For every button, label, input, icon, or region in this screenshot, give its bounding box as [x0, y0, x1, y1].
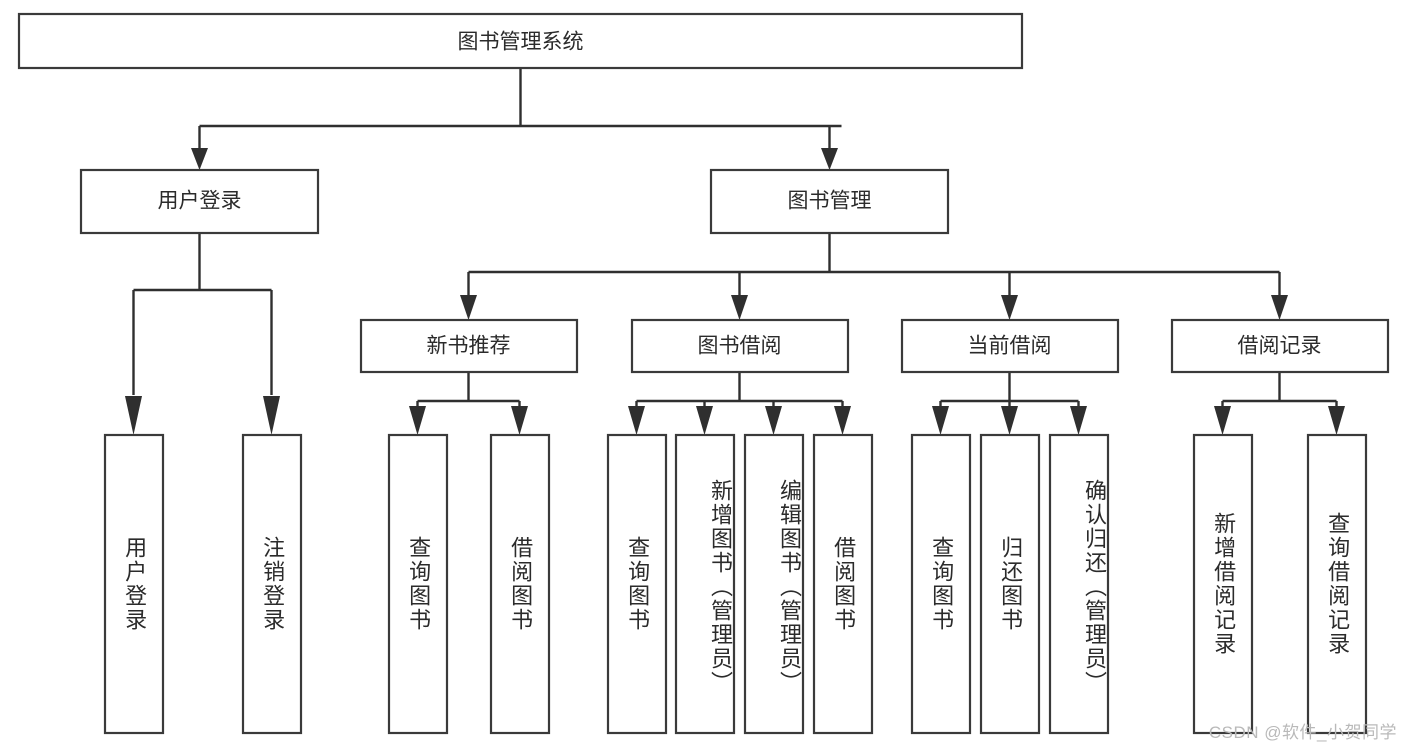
node-new-book-recommend[interactable]: 新书推荐 [359, 318, 579, 374]
arrow-head-borrow-record [1271, 295, 1288, 320]
leaf-node-newbook-query[interactable] [387, 433, 449, 735]
node-user-login-box[interactable] [79, 168, 320, 235]
leaf-node-borrow-edit[interactable] [743, 433, 805, 735]
node-book-manage-box[interactable] [709, 168, 950, 235]
node-book-borrow[interactable]: 图书借阅 [630, 318, 850, 374]
arrow-head-leaf-record-add [1214, 406, 1231, 435]
node-borrow-record-box[interactable] [1170, 318, 1390, 374]
node-book-borrow-label: 图书借阅 [698, 335, 782, 358]
arrow-head-leaf-newbook-query [409, 406, 426, 435]
arrow-head-leaf-borrow-edit [765, 406, 782, 435]
leaf-user-login-box[interactable] [103, 433, 165, 735]
arrow-head-leaf-borrow-add [696, 406, 713, 435]
arrow-head-leaf-current-confirm [1070, 406, 1087, 435]
leaf-node-newbook-borrow[interactable] [489, 433, 551, 735]
arrow-head-leaf-user-login [125, 396, 142, 435]
node-new-book-recommend-box[interactable] [359, 318, 579, 374]
node-borrow-record[interactable]: 借阅记录 [1170, 318, 1390, 374]
node-current-borrow-box[interactable] [900, 318, 1120, 374]
leaf-current-confirm-box[interactable] [1048, 433, 1110, 735]
leaf-node-borrow-borrow[interactable] [812, 433, 874, 735]
leaf-record-query-box[interactable] [1306, 433, 1368, 735]
leaf-node-borrow-add[interactable] [674, 433, 736, 735]
leaf-newbook-borrow-box[interactable] [489, 433, 551, 735]
node-book-manage[interactable]: 图书管理 [709, 168, 950, 235]
connector-layer [125, 68, 1345, 435]
leaf-node-current-query[interactable] [910, 433, 972, 735]
arrow-head-book-manage [821, 148, 838, 170]
arrow-head-leaf-newbook-borrow [511, 406, 528, 435]
arrow-head-new-book-recommend [460, 295, 477, 320]
node-user-login-label: 用户登录 [158, 190, 242, 213]
node-borrow-record-label: 借阅记录 [1238, 335, 1322, 358]
leaf-node-current-return[interactable] [979, 433, 1041, 735]
leaf-borrow-query-box[interactable] [606, 433, 668, 735]
arrow-head-user-login [191, 148, 208, 170]
arrow-head-leaf-logout [263, 396, 280, 435]
node-user-login[interactable]: 用户登录 [79, 168, 320, 235]
node-root-box[interactable] [17, 12, 1024, 70]
leaf-current-query-box[interactable] [910, 433, 972, 735]
leaf-node-user-login[interactable] [103, 433, 165, 735]
arrow-head-leaf-borrow-query [628, 406, 645, 435]
node-new-book-recommend-label: 新书推荐 [427, 335, 511, 358]
arrow-head-leaf-current-return [1001, 406, 1018, 435]
leaf-borrow-borrow-box[interactable] [812, 433, 874, 735]
leaf-node-borrow-query[interactable] [606, 433, 668, 735]
node-book-manage-label: 图书管理 [788, 190, 872, 213]
leaf-current-return-box[interactable] [979, 433, 1041, 735]
arrow-head-leaf-current-query [932, 406, 949, 435]
arrow-head-leaf-record-query [1328, 406, 1345, 435]
leaf-borrow-add-box[interactable] [674, 433, 736, 735]
arrow-head-leaf-borrow-borrow [834, 406, 851, 435]
leaf-record-add-box[interactable] [1192, 433, 1254, 735]
leaf-borrow-edit-box[interactable] [743, 433, 805, 735]
node-root[interactable]: 图书管理系统 [17, 12, 1024, 70]
leaf-node-record-query[interactable] [1306, 433, 1368, 735]
arrow-head-current-borrow [1001, 295, 1018, 320]
arrow-head-book-borrow [731, 295, 748, 320]
leaf-newbook-query-box[interactable] [387, 433, 449, 735]
node-current-borrow-label: 当前借阅 [968, 335, 1052, 358]
node-root-label: 图书管理系统 [458, 31, 584, 54]
leaf-node-record-add[interactable] [1192, 433, 1254, 735]
leaf-node-logout[interactable] [241, 433, 303, 735]
leaf-logout-box[interactable] [241, 433, 303, 735]
leaf-node-current-confirm[interactable] [1048, 433, 1110, 735]
node-current-borrow[interactable]: 当前借阅 [900, 318, 1120, 374]
node-book-borrow-box[interactable] [630, 318, 850, 374]
